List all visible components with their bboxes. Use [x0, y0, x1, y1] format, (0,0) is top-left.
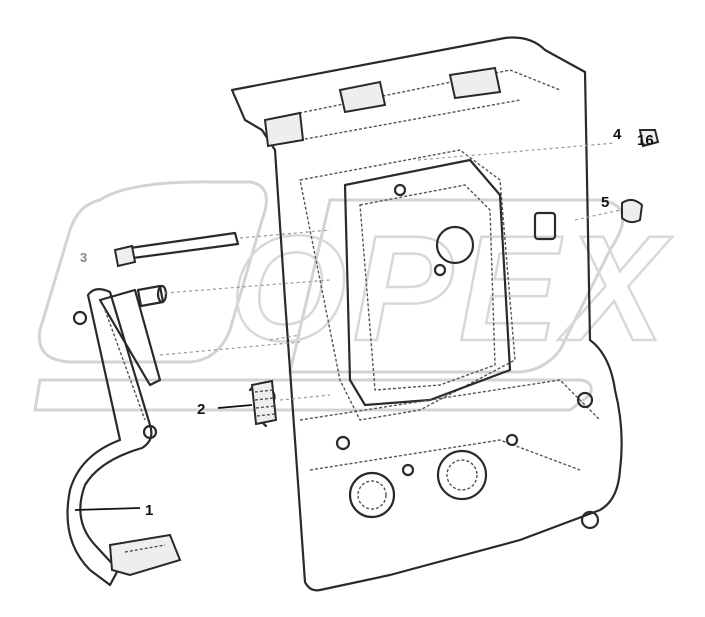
- callout-labels: 1 2 3 4 16 5: [80, 126, 654, 519]
- pivot-bushing: [136, 284, 168, 308]
- callout-4: 4: [613, 126, 622, 143]
- nut-part-5: [621, 199, 644, 224]
- pedal-bracket-plate: [230, 36, 623, 592]
- callout-3: 3: [80, 250, 87, 265]
- callout-2: 2: [197, 401, 205, 418]
- clutch-pedal-arm: [66, 288, 182, 587]
- callout-16: 16: [637, 132, 654, 149]
- watermark-text: OPEX: [230, 204, 673, 372]
- watermark-logo: OPEX: [33, 180, 673, 412]
- callout-5: 5: [601, 194, 609, 211]
- leader-lines: [74, 142, 621, 511]
- pivot-bolt: [113, 231, 240, 268]
- nut-part-16: [638, 129, 660, 148]
- return-spring: [248, 379, 278, 428]
- callout-1: 1: [145, 502, 153, 519]
